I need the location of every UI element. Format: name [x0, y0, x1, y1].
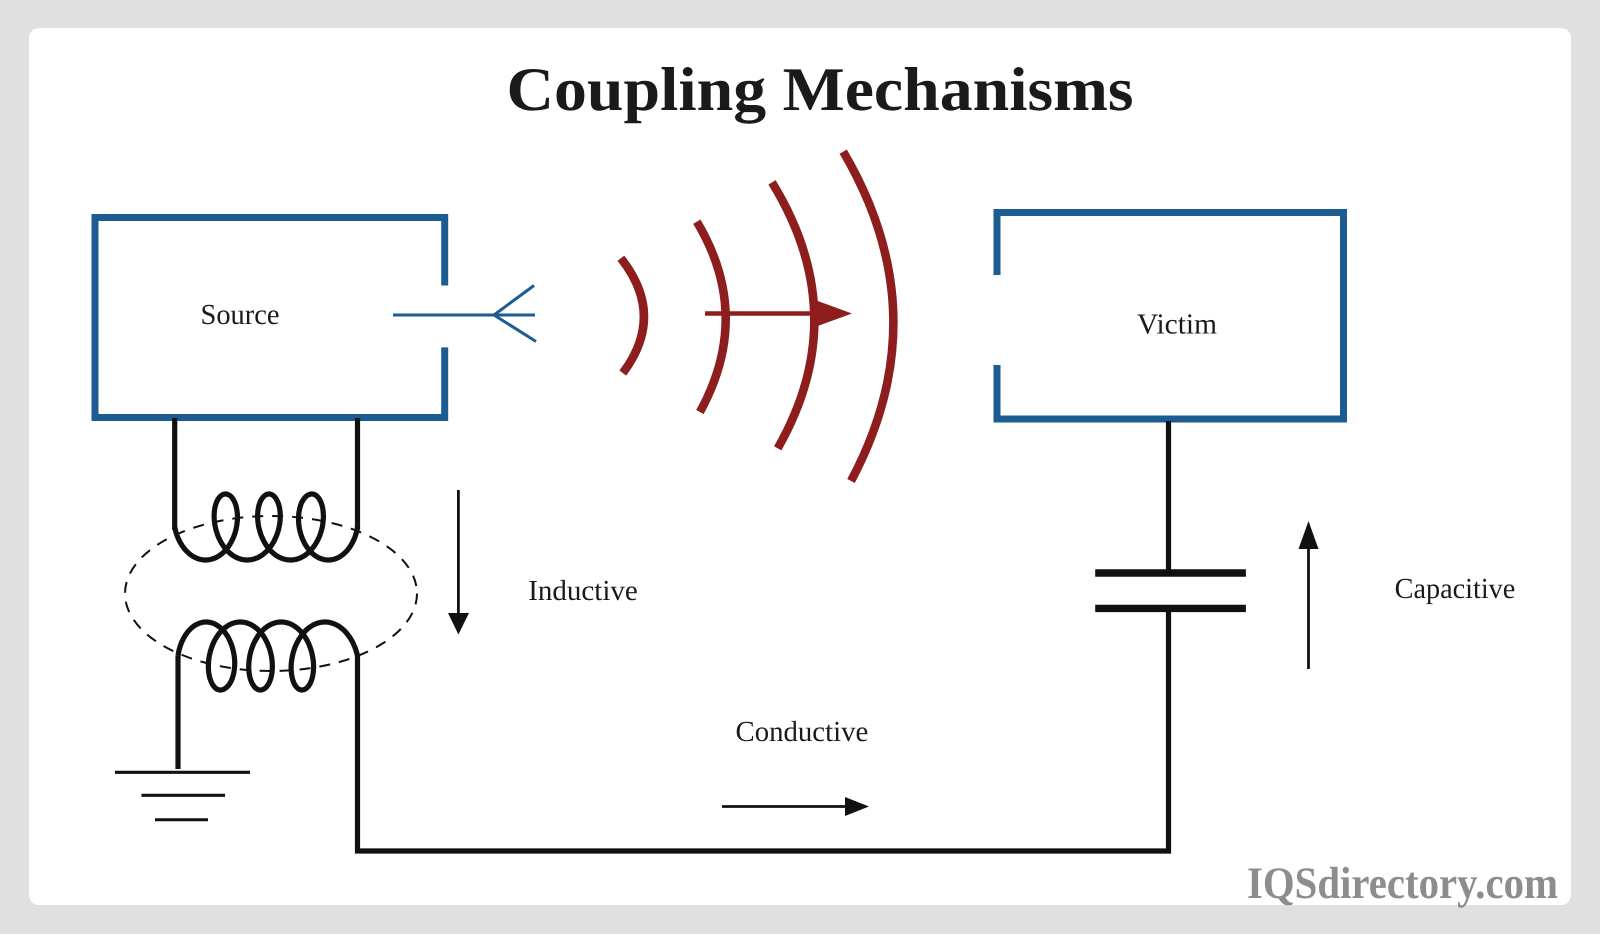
- svg-text:IQSdirectory.com: IQSdirectory.com: [1247, 858, 1558, 908]
- svg-text:Inductive: Inductive: [528, 575, 638, 607]
- svg-text:Coupling Mechanisms: Coupling Mechanisms: [507, 56, 1134, 124]
- svg-text:Victim: Victim: [1137, 309, 1217, 341]
- svg-text:Conductive: Conductive: [736, 716, 869, 748]
- svg-text:Source: Source: [201, 299, 280, 331]
- svg-text:Capacitive: Capacitive: [1395, 573, 1516, 605]
